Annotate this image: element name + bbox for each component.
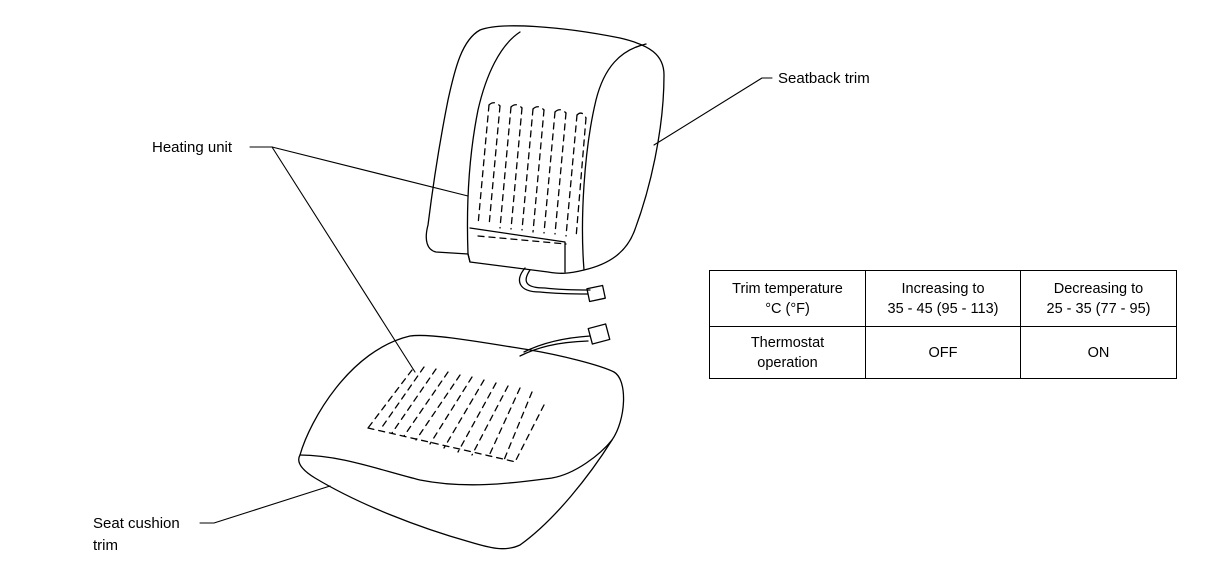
cell-text: Decreasing to [1053, 280, 1144, 297]
cell-text: °C (°F) [765, 300, 810, 317]
cell-text: operation [757, 354, 818, 371]
heating-unit-label: Heating unit [152, 139, 233, 156]
cell-text: Increasing to [901, 280, 985, 297]
seatback [425, 25, 665, 274]
leader-lines [199, 77, 773, 524]
cell-text: Thermostat [750, 334, 825, 351]
cell-text: Trim temperature [732, 280, 843, 297]
table-cell-on: ON [1020, 326, 1177, 379]
seat-cushion-trim-line-1: Seat cushion [93, 515, 180, 532]
cell-text: ON [1087, 344, 1110, 361]
seatback-connector [518, 267, 606, 303]
cushion-heating-element [367, 366, 545, 463]
seat-cushion-trim-label: Seat cushion trim [93, 513, 180, 557]
seatback-trim-label: Seatback trim [778, 70, 870, 87]
cell-text: 35 - 45 (95 - 113) [887, 300, 999, 317]
cell-text: 25 - 35 (77 - 95) [1046, 300, 1151, 317]
table-cell-increasing: Increasing to 35 - 45 (95 - 113) [865, 270, 1021, 327]
table-row: Thermostat operation OFF ON [709, 326, 1177, 379]
table-cell-thermostat-operation: Thermostat operation [709, 326, 866, 379]
cell-text: OFF [928, 344, 958, 361]
seat-cushion [298, 323, 625, 550]
table-header-row: Trim temperature °C (°F) Increasing to 3… [709, 270, 1177, 327]
seat-cushion-trim-line-2: trim [93, 537, 118, 554]
table-cell-decreasing: Decreasing to 25 - 35 (77 - 95) [1020, 270, 1177, 327]
table-cell-trim-temperature: Trim temperature °C (°F) [709, 270, 866, 327]
thermostat-table: Trim temperature °C (°F) Increasing to 3… [709, 270, 1177, 379]
table-cell-off: OFF [865, 326, 1021, 379]
seatback-heating-element [477, 102, 587, 245]
